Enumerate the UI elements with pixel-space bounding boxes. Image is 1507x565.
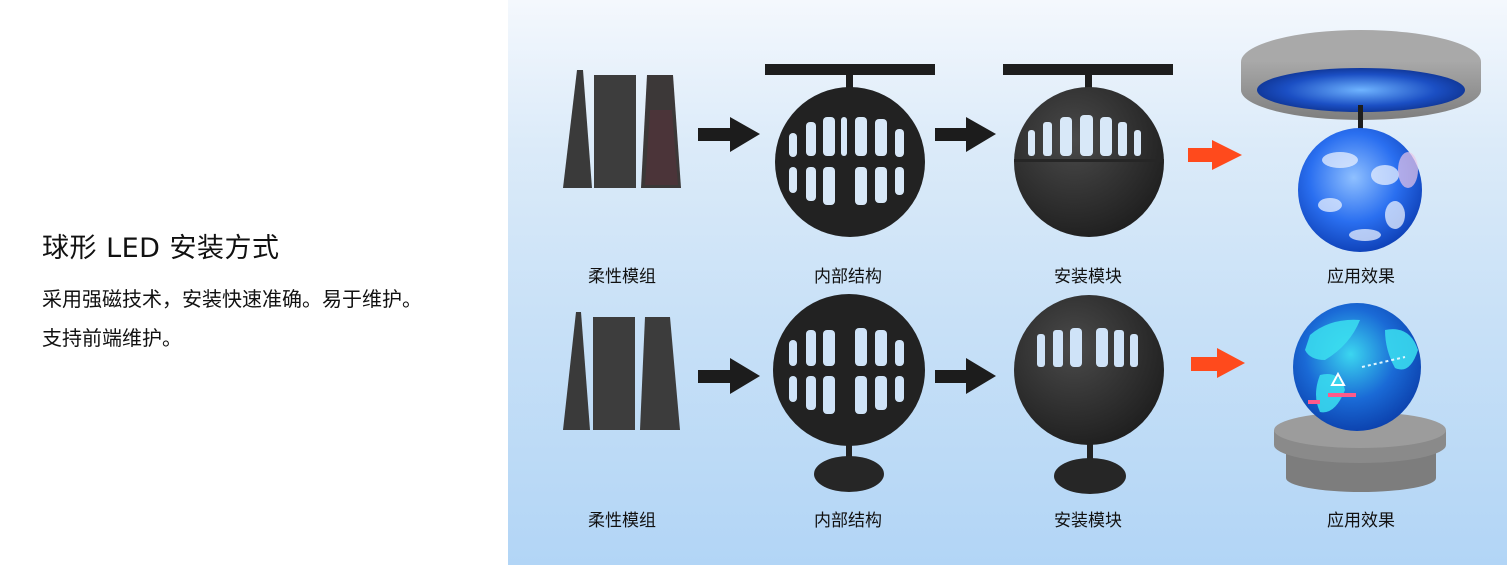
row-1-arrow-1-icon — [698, 117, 760, 152]
description-line-2: 支持前端维护。 — [42, 326, 182, 350]
row-1-hanging-globe-display-icon — [1241, 30, 1481, 252]
row-2-flexible-modules-icon — [563, 312, 680, 430]
row-2-step-1-label: 柔性模组 — [588, 511, 656, 531]
row-2-step-3-label: 安装模块 — [1054, 511, 1122, 531]
description-line-1: 采用强磁技术，安装快速准确。易于维护。 — [42, 287, 422, 311]
row-1-orange-arrow-icon — [1188, 140, 1242, 170]
row-2-pedestal-globe-display-icon — [1274, 303, 1446, 492]
row-2-orange-arrow-icon — [1191, 348, 1245, 378]
row-2-step-2-label: 内部结构 — [814, 511, 882, 531]
row-2-arrow-2-icon — [935, 358, 996, 394]
row-1-half-covered-sphere-icon — [1003, 64, 1173, 237]
intro-panel: 球形 LED 安装方式 采用强磁技术，安装快速准确。易于维护。 支持前端维护。 — [0, 0, 508, 565]
installation-diagram: 柔性模组 内部结构 安装模块 应用效果 柔性模组 内部结构 安装模块 应用效果 — [508, 0, 1507, 565]
row-2-half-covered-sphere-icon — [1014, 295, 1164, 494]
row-1-step-3-label: 安装模块 — [1054, 267, 1122, 287]
row-2-arrow-1-icon — [698, 358, 760, 394]
row-1-step-2-label: 内部结构 — [814, 267, 882, 287]
page-title: 球形 LED 安装方式 — [42, 233, 280, 264]
row-1-inner-frame-sphere-icon — [765, 64, 935, 237]
diagram-graphics — [563, 30, 1481, 494]
row-1-step-1-label: 柔性模组 — [588, 267, 656, 287]
row-1-step-4-label: 应用效果 — [1327, 267, 1395, 287]
row-1-flexible-modules-icon — [563, 70, 681, 188]
row-1-arrow-2-icon — [935, 117, 996, 152]
row-2-inner-frame-sphere-icon — [773, 294, 925, 492]
row-2-step-4-label: 应用效果 — [1327, 511, 1395, 531]
